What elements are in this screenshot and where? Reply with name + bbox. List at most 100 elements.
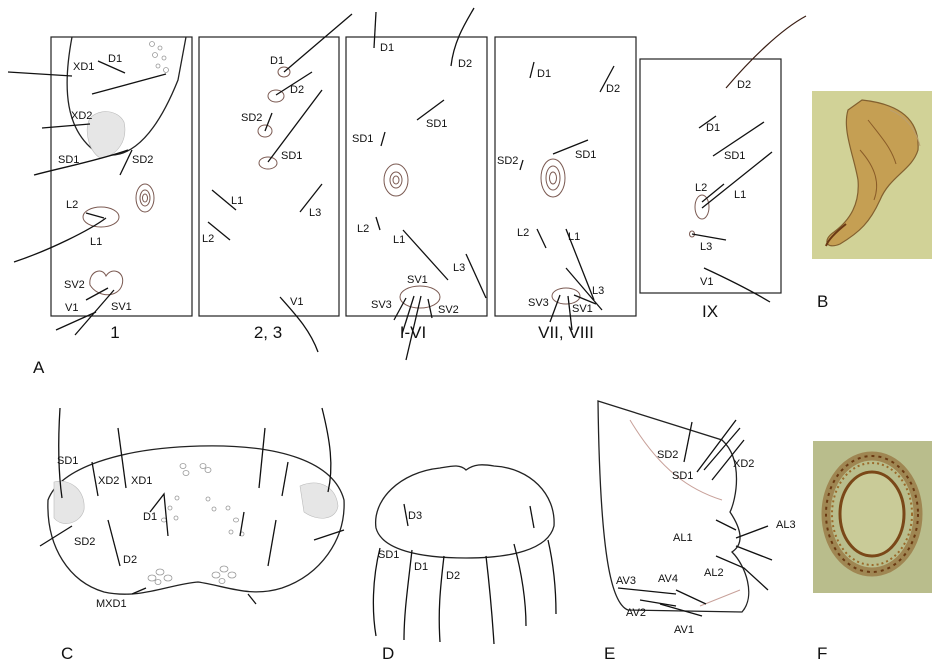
seta-label-d1: D1 xyxy=(414,561,428,573)
seta-label-sv1: SV1 xyxy=(572,303,593,315)
seta-labels: SD1 XD2 XD1 D1 SD2 D2 MXD1 xyxy=(57,455,157,610)
inner-suture xyxy=(629,419,723,501)
seta-label-sd1: SD1 xyxy=(378,549,399,561)
seta-label-xd2: XD2 xyxy=(98,475,119,487)
seta-label-d2: D2 xyxy=(606,83,620,95)
seta-label-sd2: SD2 xyxy=(74,536,95,548)
sclerite-patch xyxy=(87,111,126,159)
seta-label-d1: D1 xyxy=(706,122,720,134)
panel-a: XD1 D1 XD2 SD1 SD2 L2 L1 SV2 SV1 V1 1 xyxy=(7,7,807,377)
seta-labels: D1 D2 SD1 SD1 L2 L1 L3 SV1 SV3 SV2 xyxy=(352,42,472,316)
seta-label-d2: D2 xyxy=(290,84,304,96)
panel-e: SD2 XD2 SD1 AL1 AL3 AL2 AV3 AV4 AV2 AV1 … xyxy=(597,400,796,663)
seta-label-d2: D2 xyxy=(737,79,751,91)
stemmata-right xyxy=(299,482,339,519)
l-pinaculum xyxy=(82,206,120,228)
panel-letter-b: B xyxy=(817,292,828,311)
seta-label-l3: L3 xyxy=(453,262,465,274)
segment-caption: I-VI xyxy=(400,323,426,342)
seta-label-l3: L3 xyxy=(700,241,712,253)
seta-label-av2: AV2 xyxy=(626,607,646,619)
photo-mandible-specimen xyxy=(825,99,921,247)
seta-label-l3: L3 xyxy=(309,207,321,219)
seta-labels: D3 SD1 D1 D2 xyxy=(378,510,460,582)
seta-label-l1: L1 xyxy=(231,195,243,207)
seta-label-sd1: SD1 xyxy=(575,149,596,161)
seta-label-sd2: SD2 xyxy=(241,112,262,124)
seta-label-v1: V1 xyxy=(290,296,303,308)
seta-label-sd1: SD1 xyxy=(426,118,447,130)
panel-c: SD1 XD2 XD1 D1 SD2 D2 MXD1 C xyxy=(39,407,345,663)
seta-label-sv2: SV2 xyxy=(438,304,459,316)
seta-label-al1: AL1 xyxy=(673,532,693,544)
seta-label-xd1: XD1 xyxy=(73,61,94,73)
seta-label-l2: L2 xyxy=(695,182,707,194)
setae-strokes xyxy=(519,61,615,331)
segment-box xyxy=(198,36,340,317)
labrum-outline xyxy=(597,400,750,613)
setae-strokes xyxy=(617,419,773,617)
segment-box xyxy=(50,36,193,317)
segment-abdominal-ix: D2 D1 SD1 L2 L1 L3 V1 IX xyxy=(639,15,807,321)
seta-label-l1: L1 xyxy=(90,236,102,248)
seta-labels: D1 D2 SD2 SD1 L2 L1 L3 SV3 SV1 xyxy=(497,68,620,315)
pronotal-shield-outline xyxy=(66,36,187,156)
photo-crochets-ring xyxy=(821,451,923,577)
seta-label-av3: AV3 xyxy=(616,575,636,587)
panel-letter-f: F xyxy=(817,644,827,663)
seta-label-sd2: SD2 xyxy=(497,155,518,167)
seta-label-l1: L1 xyxy=(393,234,405,246)
seta-label-mxd1: MXD1 xyxy=(96,598,127,610)
setae-strokes xyxy=(207,13,353,353)
setae-strokes xyxy=(39,407,345,605)
seta-label-sv1: SV1 xyxy=(111,301,132,313)
seta-labels: SD2 XD2 SD1 AL1 AL3 AL2 AV3 AV4 AV2 AV1 xyxy=(616,449,796,636)
panel-b: B xyxy=(812,91,932,311)
head-capsule-outline xyxy=(47,445,345,595)
seta-label-l1: L1 xyxy=(734,189,746,201)
seta-label-xd1: XD1 xyxy=(131,475,152,487)
seta-label-d1: D1 xyxy=(537,68,551,80)
seta-label-d1: D1 xyxy=(143,511,157,523)
seta-labels: D1 D2 SD2 SD1 L1 L2 L3 V1 xyxy=(202,55,321,308)
setae-strokes xyxy=(372,503,557,645)
seta-labels: XD1 D1 XD2 SD1 SD2 L2 L1 SV2 SV1 V1 xyxy=(58,53,153,314)
seta-label-d2: D2 xyxy=(458,58,472,70)
seta-label-sd1: SD1 xyxy=(724,150,745,162)
segment-box xyxy=(639,58,782,294)
seta-label-d2: D2 xyxy=(123,554,137,566)
seta-label-v1: V1 xyxy=(65,302,78,314)
seta-label-al2: AL2 xyxy=(704,567,724,579)
seta-label-sv2: SV2 xyxy=(64,279,85,291)
panel-f: F xyxy=(813,441,932,663)
sv-pinaculum xyxy=(89,270,124,296)
segment-caption: VII, VIII xyxy=(538,323,594,342)
seta-label-sd1: SD1 xyxy=(57,455,78,467)
pinacula-spots xyxy=(149,41,169,73)
seta-label-sd1: SD1 xyxy=(672,470,693,482)
seta-label-d3: D3 xyxy=(408,510,422,522)
seta-label-sv3: SV3 xyxy=(371,299,392,311)
segment-abdominal-i-vi: D1 D2 SD1 SD1 L2 L1 L3 SV1 SV3 SV2 I-VI xyxy=(345,7,488,361)
segment-caption: 2, 3 xyxy=(254,323,282,342)
seta-label-d1: D1 xyxy=(380,42,394,54)
seta-label-sd1: SD1 xyxy=(281,150,302,162)
spiracle xyxy=(540,158,566,198)
panel-letter-d: D xyxy=(382,644,394,663)
l-pinaculum xyxy=(694,194,710,220)
seta-label-d2: D2 xyxy=(446,570,460,582)
pronotum-outline xyxy=(375,464,555,559)
panel-d: D3 SD1 D1 D2 D xyxy=(372,464,557,663)
seta-label-l3: L3 xyxy=(592,285,604,297)
spiracle xyxy=(383,163,409,197)
seta-label-d1: D1 xyxy=(270,55,284,67)
panel-letter-e: E xyxy=(604,644,615,663)
seta-label-l2: L2 xyxy=(66,199,78,211)
setae-strokes xyxy=(7,60,167,336)
seta-label-l1: L1 xyxy=(568,231,580,243)
seta-labels: D2 D1 SD1 L2 L1 L3 V1 xyxy=(695,79,751,288)
lower-suture xyxy=(699,589,741,607)
sv-pinaculum xyxy=(399,285,441,309)
spiracle xyxy=(135,183,155,213)
